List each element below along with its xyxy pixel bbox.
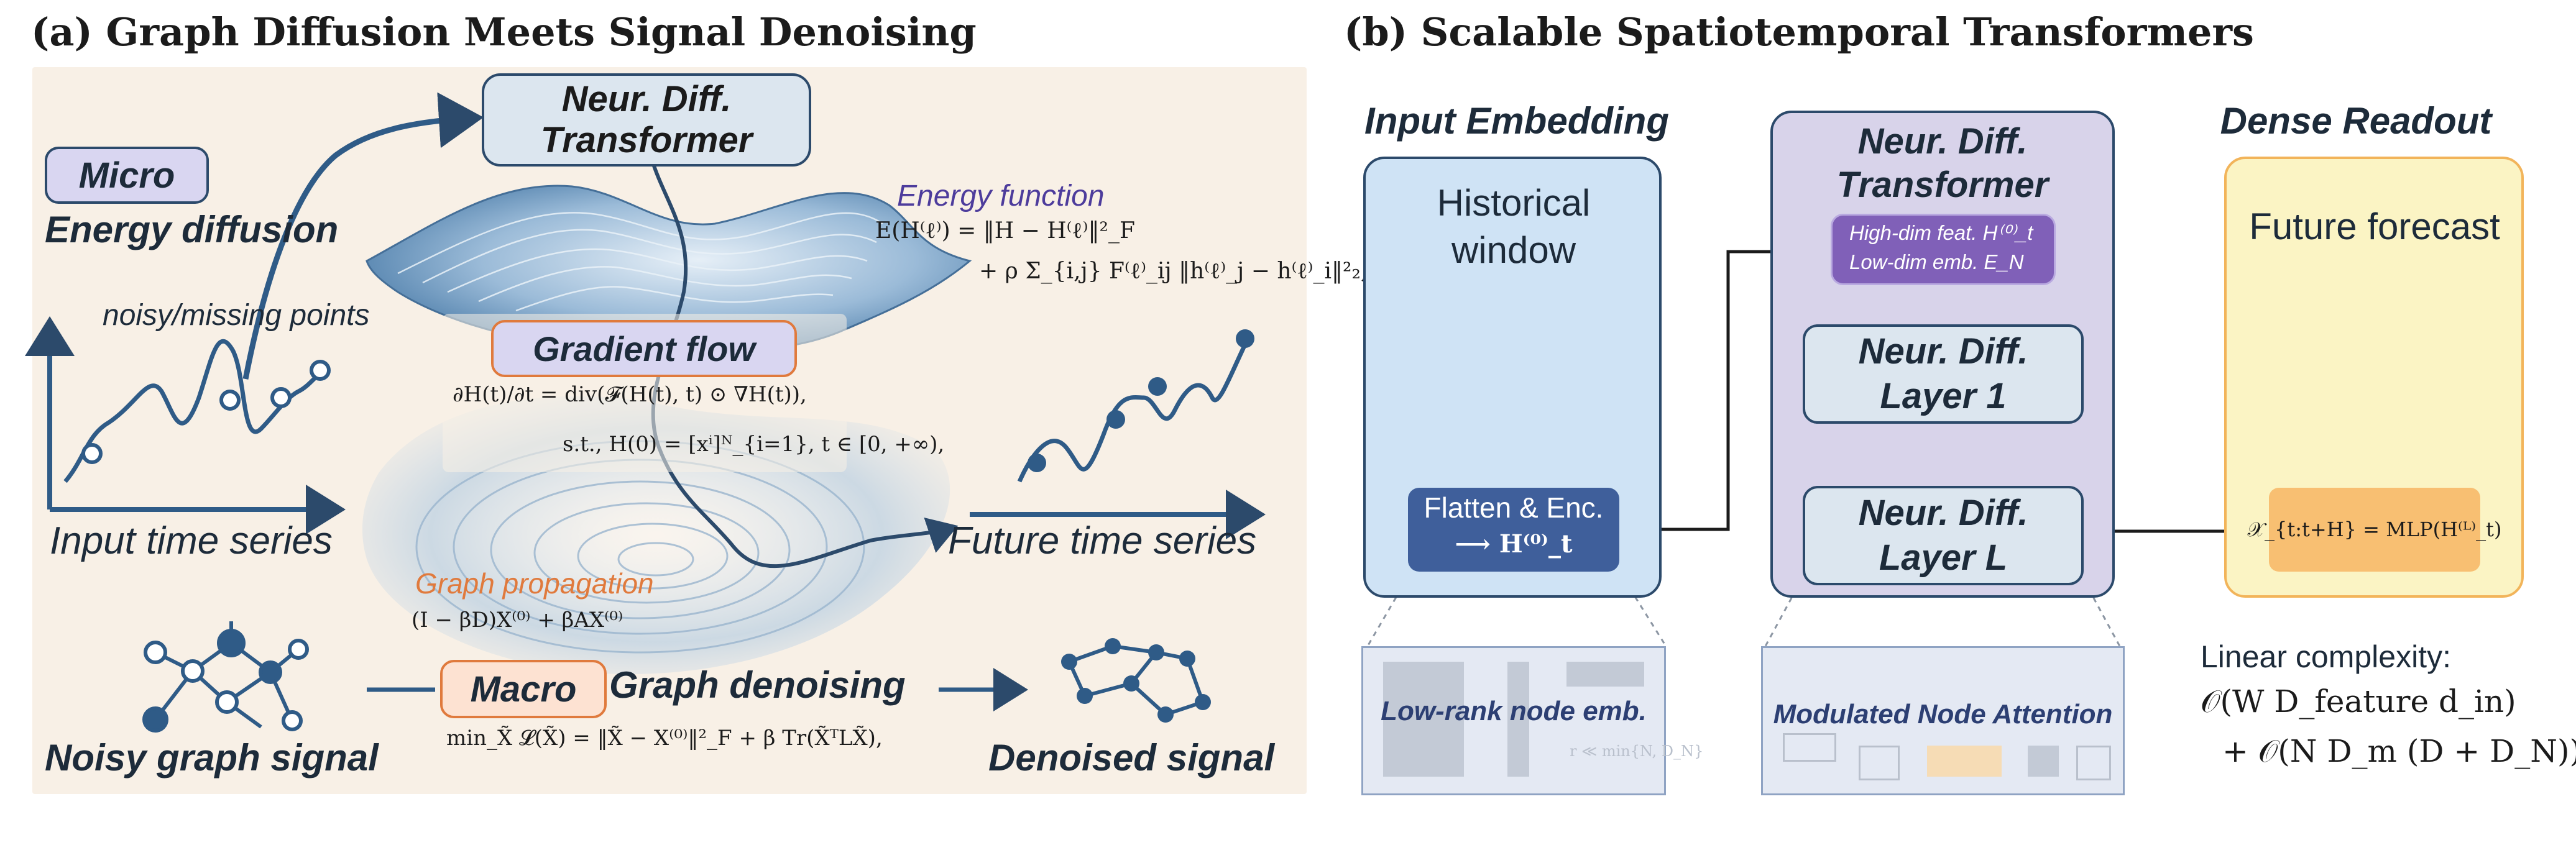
flatten-enc-output: ⟶ H⁽⁰⁾_t [1455,529,1573,559]
gradient-flow-badge: Gradient flow [491,320,797,377]
panel-b-title: (b) Scalable Spatiotemporal Transformers [1344,9,2254,55]
energy-equation-line1: E(H⁽ℓ⁾) = ‖H − H⁽ℓ⁾‖²_F [875,218,1135,244]
future-forecast-label: Future forecast [2249,206,2500,247]
graph-denoising-label: Graph denoising [609,664,906,706]
modulated-block-k [1927,746,2002,777]
future-series-label: Future time series [948,519,1257,562]
future-series-line [1017,334,1252,483]
input-embedding-heading: Input Embedding [1364,100,1669,142]
denoised-signal-label: Denoised signal [988,737,1275,779]
micro-arrow [242,92,484,380]
modulated-block-v [2076,746,2111,780]
ndt-feature-line1: High-dim feat. H⁽⁰⁾_t [1849,221,2033,244]
energy-diffusion-label: Energy diffusion [45,209,339,250]
lowrank-matrix-strip [1507,662,1529,777]
layer1-box: Neur. Diff. Layer 1 [1803,324,2084,424]
energy-function-label: Energy function [897,180,1105,212]
lowrank-note: r ≪ min{N, D_N} [1570,742,1704,760]
gradient-equation-line2: s.t., H(0) = [xⁱ]ᴺ_{i=1}, t ∈ [0, +∞), [563,432,945,457]
ndt-heading: Neur. Diff. Transformer [1836,121,2049,205]
lowrank-matrix-tall [1383,662,1464,777]
panel-a-title: (a) Graph Diffusion Meets Signal Denoisi… [31,9,977,55]
lowrank-label: Low-rank node emb. [1381,696,1647,726]
modulated-block-e [2028,746,2059,777]
trajectory-line [645,124,959,568]
micro-badge: Micro [45,147,209,204]
layerl-box: Neur. Diff. Layer L [1803,486,2084,585]
lowrank-matrix-wide [1566,662,1644,687]
noisy-graph-label: Noisy graph signal [45,737,379,779]
historical-window-label: Historical window [1437,182,1591,271]
modulated-block-q [1859,746,1900,780]
ndt-feature-line2: Low-dim emb. E_N [1849,250,2024,273]
ndt-feature-box [1831,214,2056,285]
noisy-graph-nodes [142,629,309,733]
energy-equation-line2: + ρ Σ_{i,j} F⁽ℓ⁾_ij ‖h⁽ℓ⁾_j − h⁽ℓ⁾_i‖²₂, [979,258,1368,284]
graph-propagation-equation: (I − βD)X⁽⁰⁾ + βAX⁽⁰⁾ [412,608,623,633]
flatten-enc-box [1408,488,1619,572]
gradient-equation-line1: ∂H(t)/∂t = div(𝓕(H(t), t) ⊙ ∇H(t)), [453,382,807,407]
input-series-label: Input time series [50,519,333,562]
input-series-line [63,339,331,483]
modulated-label: Modulated Node Attention [1773,699,2113,729]
neur-diff-transformer-box: Neur. Diff. Transformer [482,73,811,167]
noisy-missing-label: noisy/missing points [103,299,370,332]
complexity-line1: 𝒪(W D_feature d_in) [2201,683,2516,719]
macro-badge: Macro [440,660,607,718]
input-missing-points [81,360,331,464]
graph-propagation-label: Graph propagation [415,567,654,600]
denoised-graph-nodes [1061,638,1211,723]
future-points [1028,329,1254,472]
readout-equation-box: 𝒳_{t:t+H} = MLP(H⁽ᴸ⁾_t) [2248,488,2502,572]
complexity-line2: + 𝒪(N D_m (D + D_N)) [2222,733,2576,769]
upper-contours [397,212,883,312]
linear-complexity-label: Linear complexity: [2201,639,2451,674]
dense-readout-heading: Dense Readout [2220,100,2492,142]
denoise-equation: min_X̃ 𝓛(X̃) = ‖X̃ − X⁽⁰⁾‖²_F + β Tr(X̃ᵀ… [446,726,883,751]
modulated-block-w [1783,733,1836,762]
flatten-enc-label: Flatten & Enc. [1424,491,1604,524]
